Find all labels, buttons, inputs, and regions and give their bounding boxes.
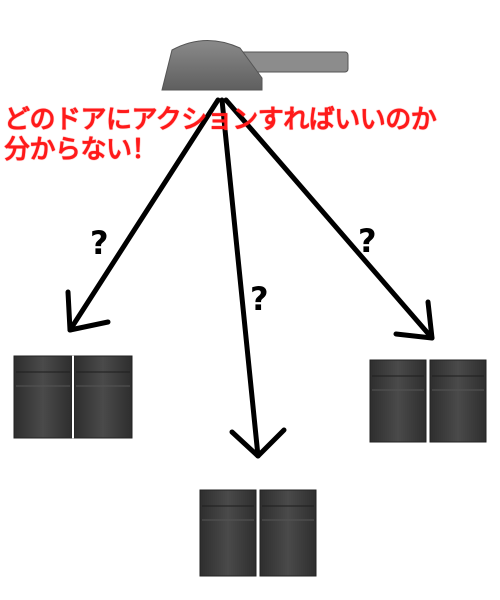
turret-icon (161, 39, 349, 91)
question-mark-middle: ? (250, 280, 269, 318)
arrow-left (65, 97, 221, 333)
turret-body (161, 39, 263, 91)
turret-barrel (239, 51, 349, 73)
question-mark-left: ? (90, 224, 109, 262)
arrow-middle (219, 97, 287, 459)
caption-line-2: 分からない！ (4, 135, 158, 165)
middle-door (199, 489, 317, 577)
left-door (13, 355, 133, 439)
question-mark-right: ? (358, 222, 377, 260)
arrow-right (223, 97, 435, 341)
caption-line-1: どのドアにアクションすればいいのか (4, 105, 437, 135)
right-door (369, 359, 487, 443)
